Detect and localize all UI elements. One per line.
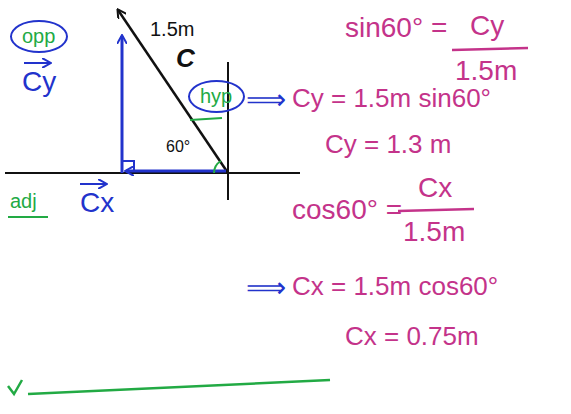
implies-arrow: ⟹ — [246, 84, 286, 116]
equation-text: Cy = 1.5m sin60° — [292, 84, 491, 114]
result-text: Cy = 1.3 m — [325, 130, 451, 160]
equation-text: sin60° = — [345, 12, 447, 44]
equation-text: cos60° = — [292, 194, 402, 226]
side-label: adj — [10, 190, 37, 213]
term-text: opp — [22, 25, 66, 48]
fraction-numerator: Cy — [470, 10, 504, 42]
vector-name: C — [176, 44, 195, 74]
circled-term: hyp — [188, 80, 245, 113]
fraction-numerator: Cx — [418, 172, 452, 204]
result-text: Cx = 0.75m — [345, 322, 479, 352]
equation-text: Cx = 1.5m cos60° — [292, 272, 498, 302]
fraction-denominator: 1.5m — [455, 55, 517, 87]
length-label: 1.5m — [150, 18, 194, 41]
angle-label: 60° — [166, 138, 190, 156]
implies-arrow: ⟹ — [246, 272, 286, 304]
term-text: hyp — [200, 85, 243, 108]
component-label: Cx — [80, 187, 114, 219]
circled-term: opp — [10, 20, 68, 53]
fraction-denominator: 1.5m — [403, 216, 465, 248]
component-label: Cy — [22, 66, 56, 98]
